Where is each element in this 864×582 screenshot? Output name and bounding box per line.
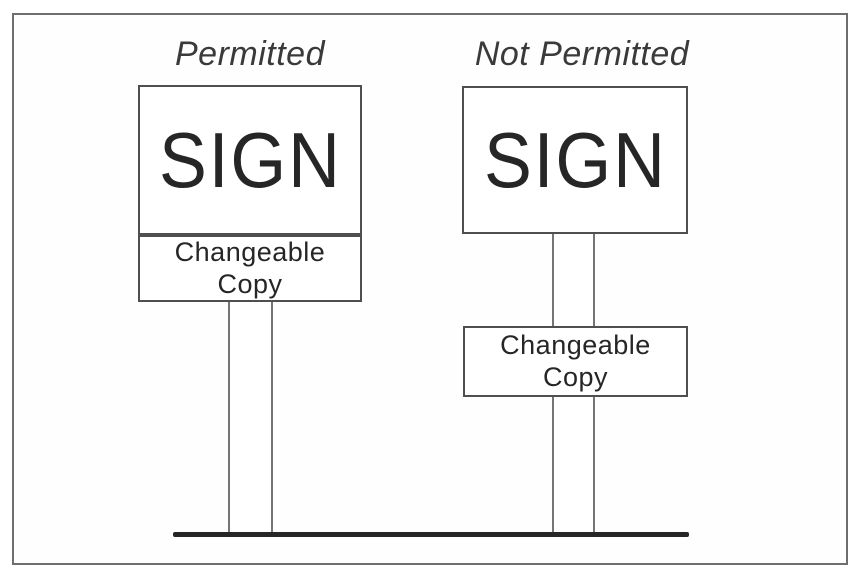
not-permitted-copy-line2: Copy [542,361,609,392]
permitted-copy-line2: Copy [217,268,283,299]
permitted-sign-face: SIGN [138,85,362,235]
not-permitted-title: Not Permitted [474,35,690,73]
permitted-sign-pole [228,302,273,532]
not-permitted-sign-face: SIGN [462,86,688,234]
permitted-copy-line1: Changeable [174,237,326,268]
permitted-sign-text: SIGN [158,116,342,204]
not-permitted-changeable-copy-panel: Changeable Copy [463,326,688,397]
permitted-title: Permitted [175,35,325,73]
not-permitted-copy-line1: Changeable [500,330,651,361]
not-permitted-sign-text: SIGN [483,116,667,204]
permitted-changeable-copy-panel: Changeable Copy [138,235,362,302]
ground-line [173,532,689,537]
diagram-frame: Permitted SIGN Changeable Copy Not Permi… [12,13,848,565]
